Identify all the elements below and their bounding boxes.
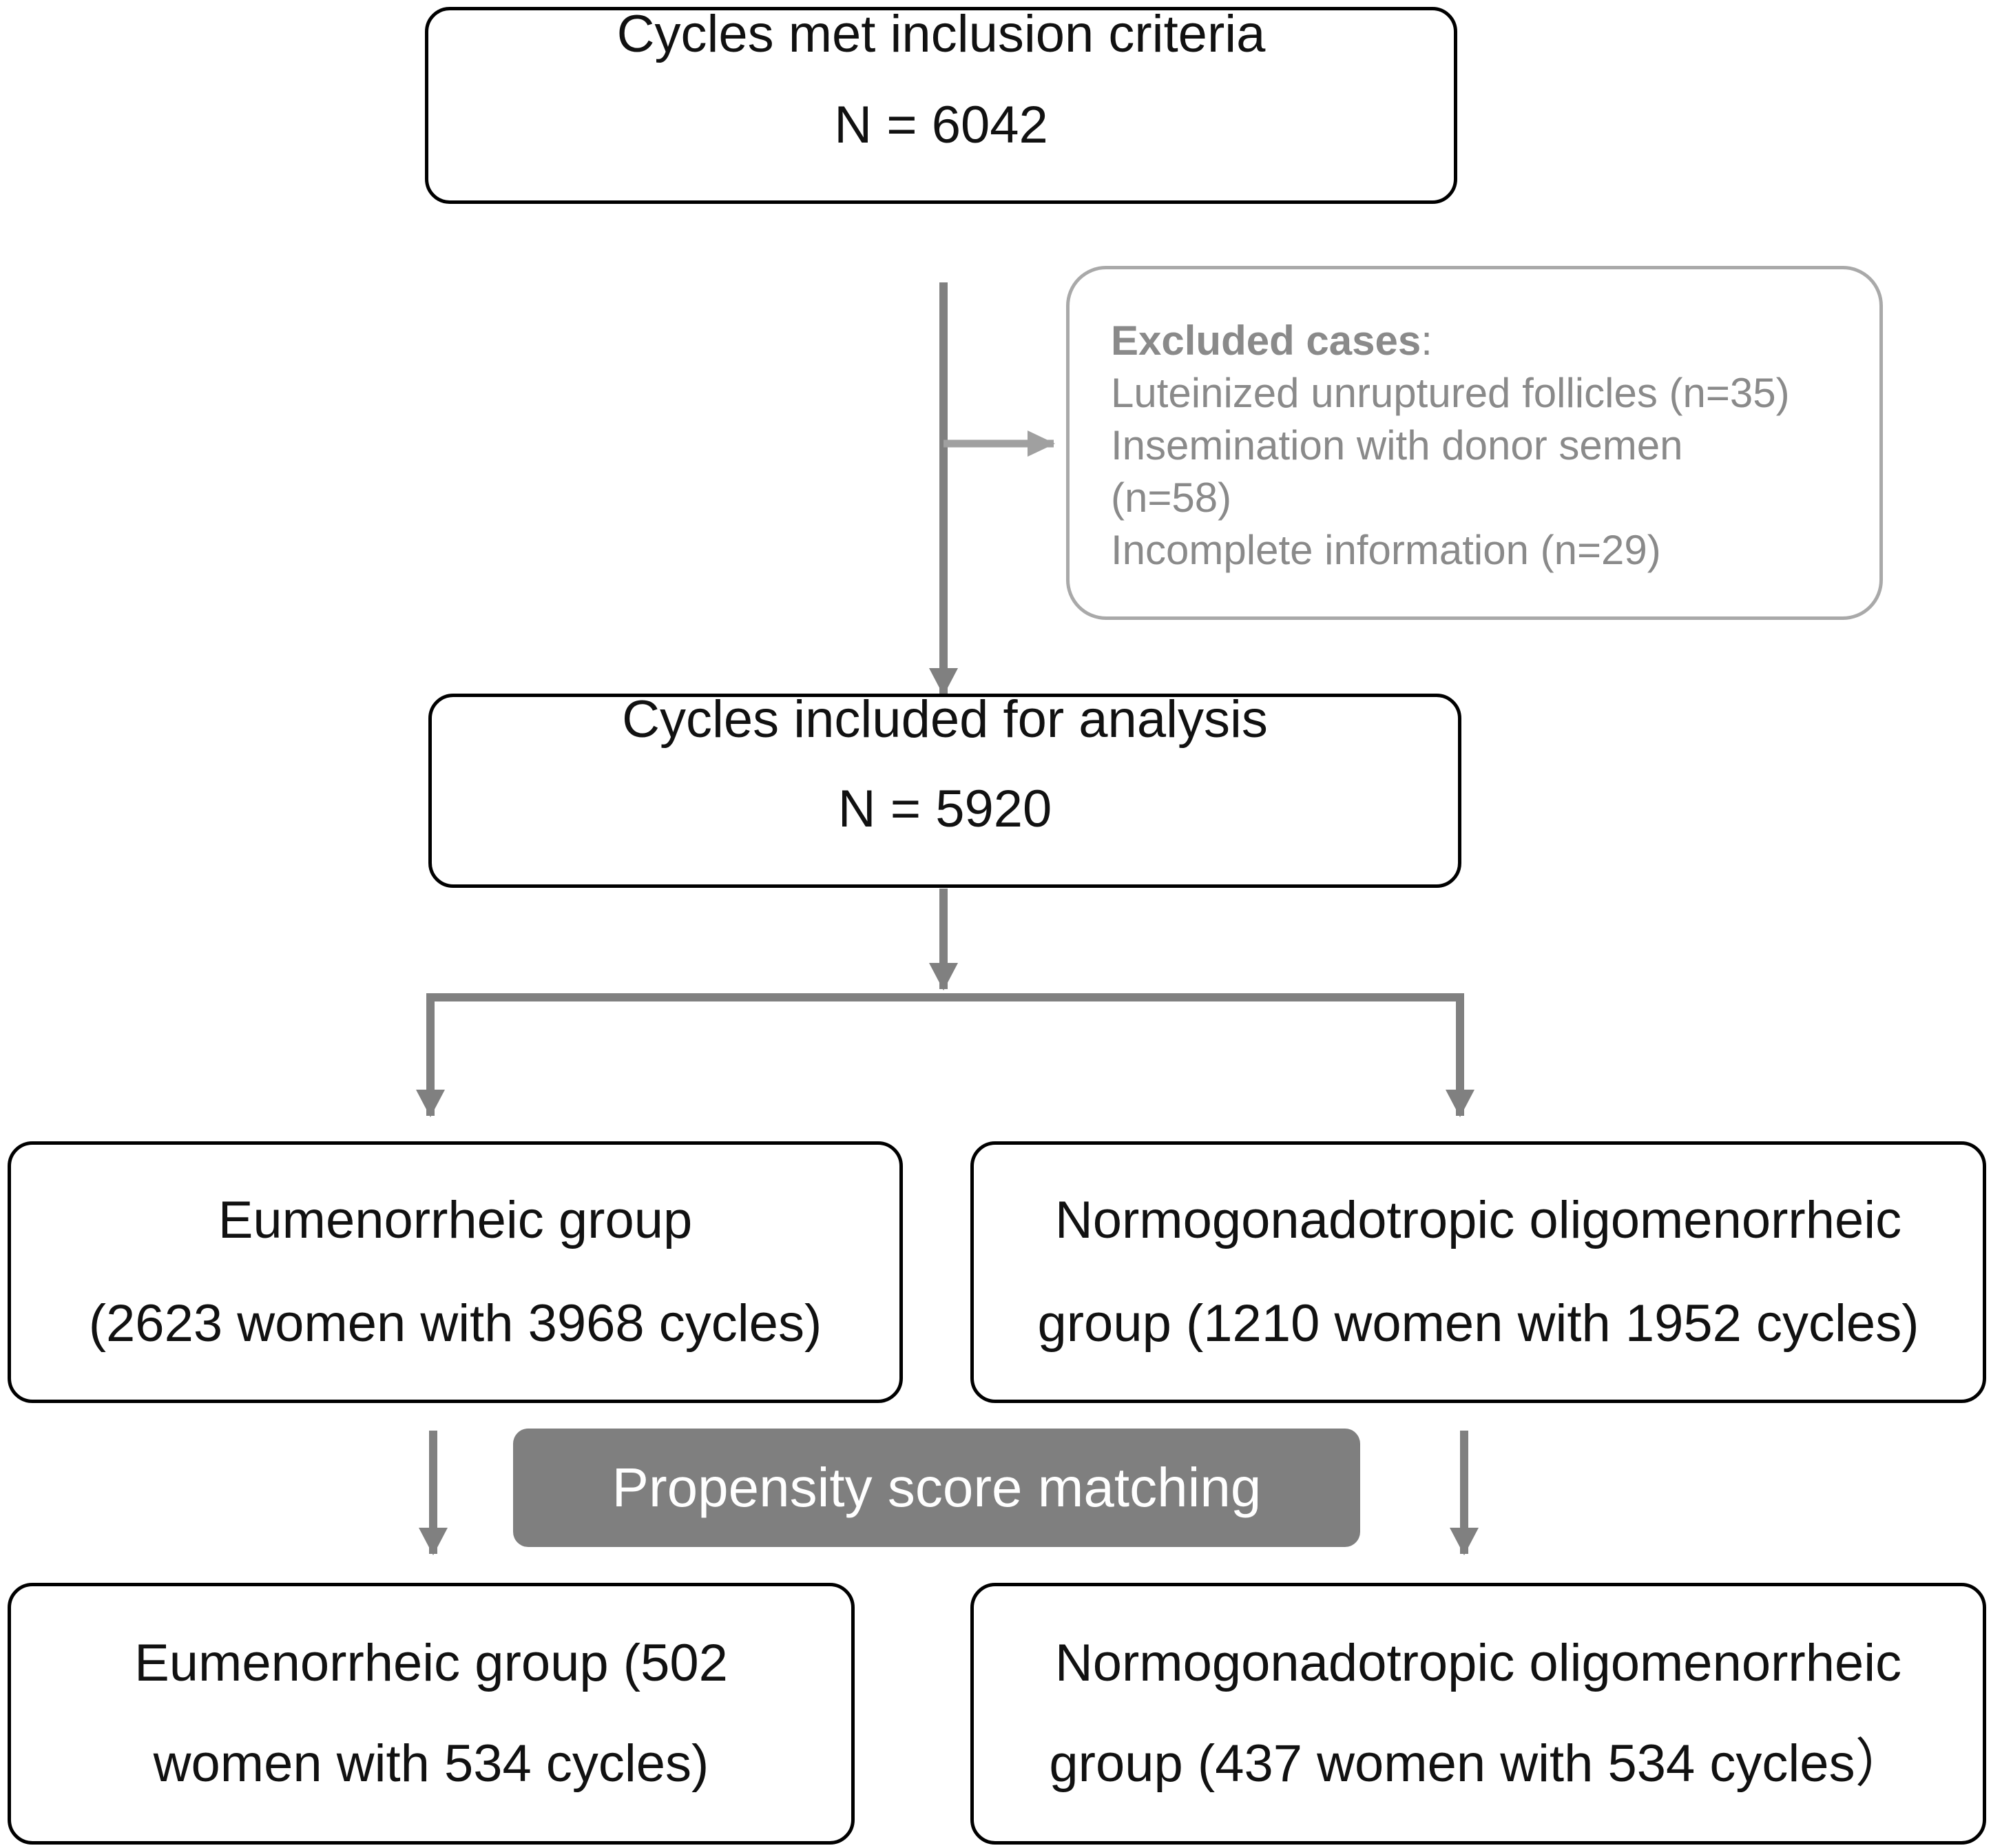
excluded-heading: Excluded cases bbox=[1111, 318, 1421, 364]
excluded-item: (n=58) bbox=[1111, 475, 1232, 521]
excluded-item: Insemination with donor semen bbox=[1111, 422, 1683, 468]
inclusion-count: N = 6042 bbox=[834, 96, 1048, 154]
propensity-score-matching-label: Propensity score matching bbox=[612, 1457, 1262, 1518]
eumenorrheic-matched-line1: Eumenorrheic group (502 bbox=[134, 1634, 728, 1692]
eumenorrheic-group-count: (2623 women with 3968 cycles) bbox=[88, 1294, 822, 1353]
split-bar bbox=[426, 993, 1464, 1116]
inclusion-criteria-box: Cycles met inclusion criteria N = 6042 bbox=[425, 5, 1457, 204]
excluded-heading-colon: : bbox=[1421, 318, 1432, 364]
analysis-box: Cycles included for analysis N = 5920 bbox=[428, 690, 1461, 888]
eumenorrheic-matched-line2: women with 534 cycles) bbox=[153, 1734, 709, 1793]
oligomenorrheic-matched-box: Normogonadotropic oligomenorrheic group … bbox=[970, 1583, 1986, 1845]
eumenorrheic-group-title: Eumenorrheic group bbox=[218, 1191, 693, 1249]
eumenorrheic-group-box: Eumenorrheic group (2623 women with 3968… bbox=[8, 1141, 903, 1403]
propensity-score-matching-banner: Propensity score matching bbox=[513, 1429, 1360, 1547]
oligomenorrheic-group-title: Normogonadotropic oligomenorrheic bbox=[1054, 1191, 1902, 1249]
oligomenorrheic-matched-line1: Normogonadotropic oligomenorrheic bbox=[1054, 1634, 1902, 1692]
oligomenorrheic-matched-line2: group (437 women with 534 cycles） bbox=[1049, 1734, 1908, 1793]
oligomenorrheic-group-box: Normogonadotropic oligomenorrheic group … bbox=[970, 1141, 1986, 1403]
excluded-item: Incomplete information (n=29) bbox=[1111, 527, 1661, 573]
excluded-heading-line: Excluded cases: bbox=[1111, 315, 1432, 367]
excluded-item: Luteinized unruptured follicles (n=35) bbox=[1111, 370, 1790, 416]
oligomenorrheic-group-count: group (1210 women with 1952 cycles) bbox=[1037, 1294, 1919, 1353]
analysis-count: N = 5920 bbox=[837, 780, 1052, 838]
analysis-label: Cycles included for analysis bbox=[622, 690, 1268, 749]
eumenorrheic-matched-box: Eumenorrheic group (502 women with 534 c… bbox=[8, 1583, 855, 1845]
excluded-cases-box: Excluded cases: Luteinized unruptured fo… bbox=[1066, 266, 1883, 620]
inclusion-criteria-label: Cycles met inclusion criteria bbox=[616, 5, 1266, 63]
